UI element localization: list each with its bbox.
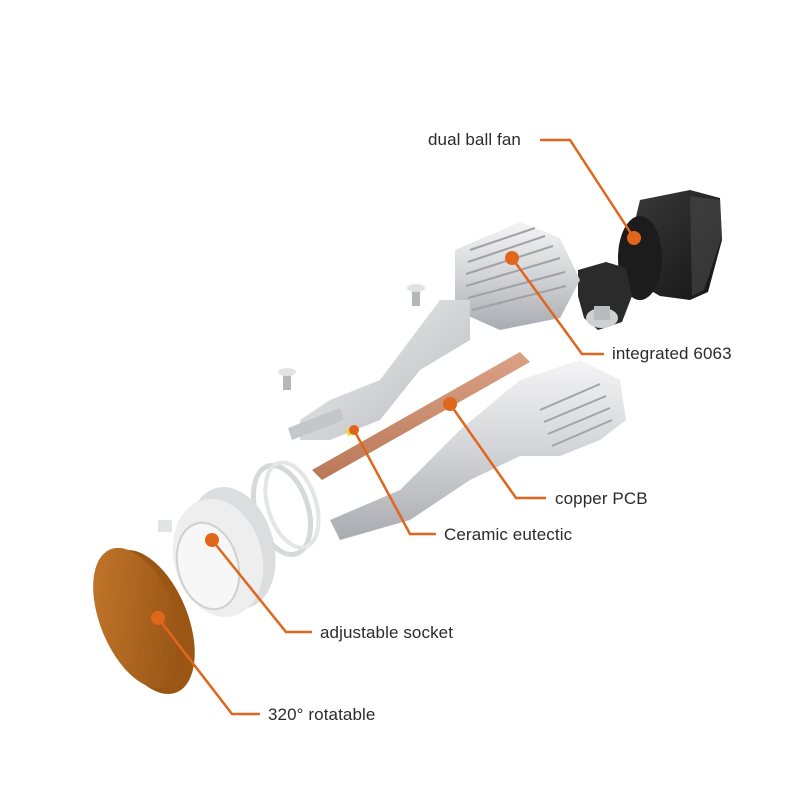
callout-socket	[211, 539, 312, 634]
callout-6063	[510, 257, 604, 356]
screw-icon-2	[278, 368, 296, 390]
label-adjustable-socket: adjustable socket	[320, 623, 454, 642]
dot-rotatable	[151, 611, 165, 625]
fan-hub-icon	[578, 262, 632, 330]
label-copper-pcb: copper PCB	[555, 489, 648, 508]
heatsink-icon	[288, 222, 580, 440]
label-ceramic-eutectic: Ceramic eutectic	[444, 525, 573, 544]
screw-icon	[407, 284, 425, 306]
callout-pcb	[448, 403, 546, 500]
dot-pcb	[443, 397, 457, 411]
callout-dots	[151, 231, 641, 625]
label-dual-ball-fan: dual ball fan	[428, 130, 521, 149]
callout-rotatable	[157, 617, 260, 716]
callout-fan	[540, 138, 636, 239]
lower-heatsink-icon	[330, 360, 626, 540]
rotatable-ring-icon	[93, 547, 195, 695]
dot-ceramic	[349, 425, 359, 435]
dot-socket	[205, 533, 219, 547]
callout-ceramic	[352, 429, 436, 536]
label-integrated-6063: integrated 6063	[612, 344, 732, 363]
callout-lines	[157, 138, 636, 716]
label-320-rotatable: 320° rotatable	[268, 705, 376, 724]
fan-icon	[618, 190, 722, 300]
dot-6063	[505, 251, 519, 265]
dot-fan	[627, 231, 641, 245]
socket-icon	[158, 487, 276, 618]
